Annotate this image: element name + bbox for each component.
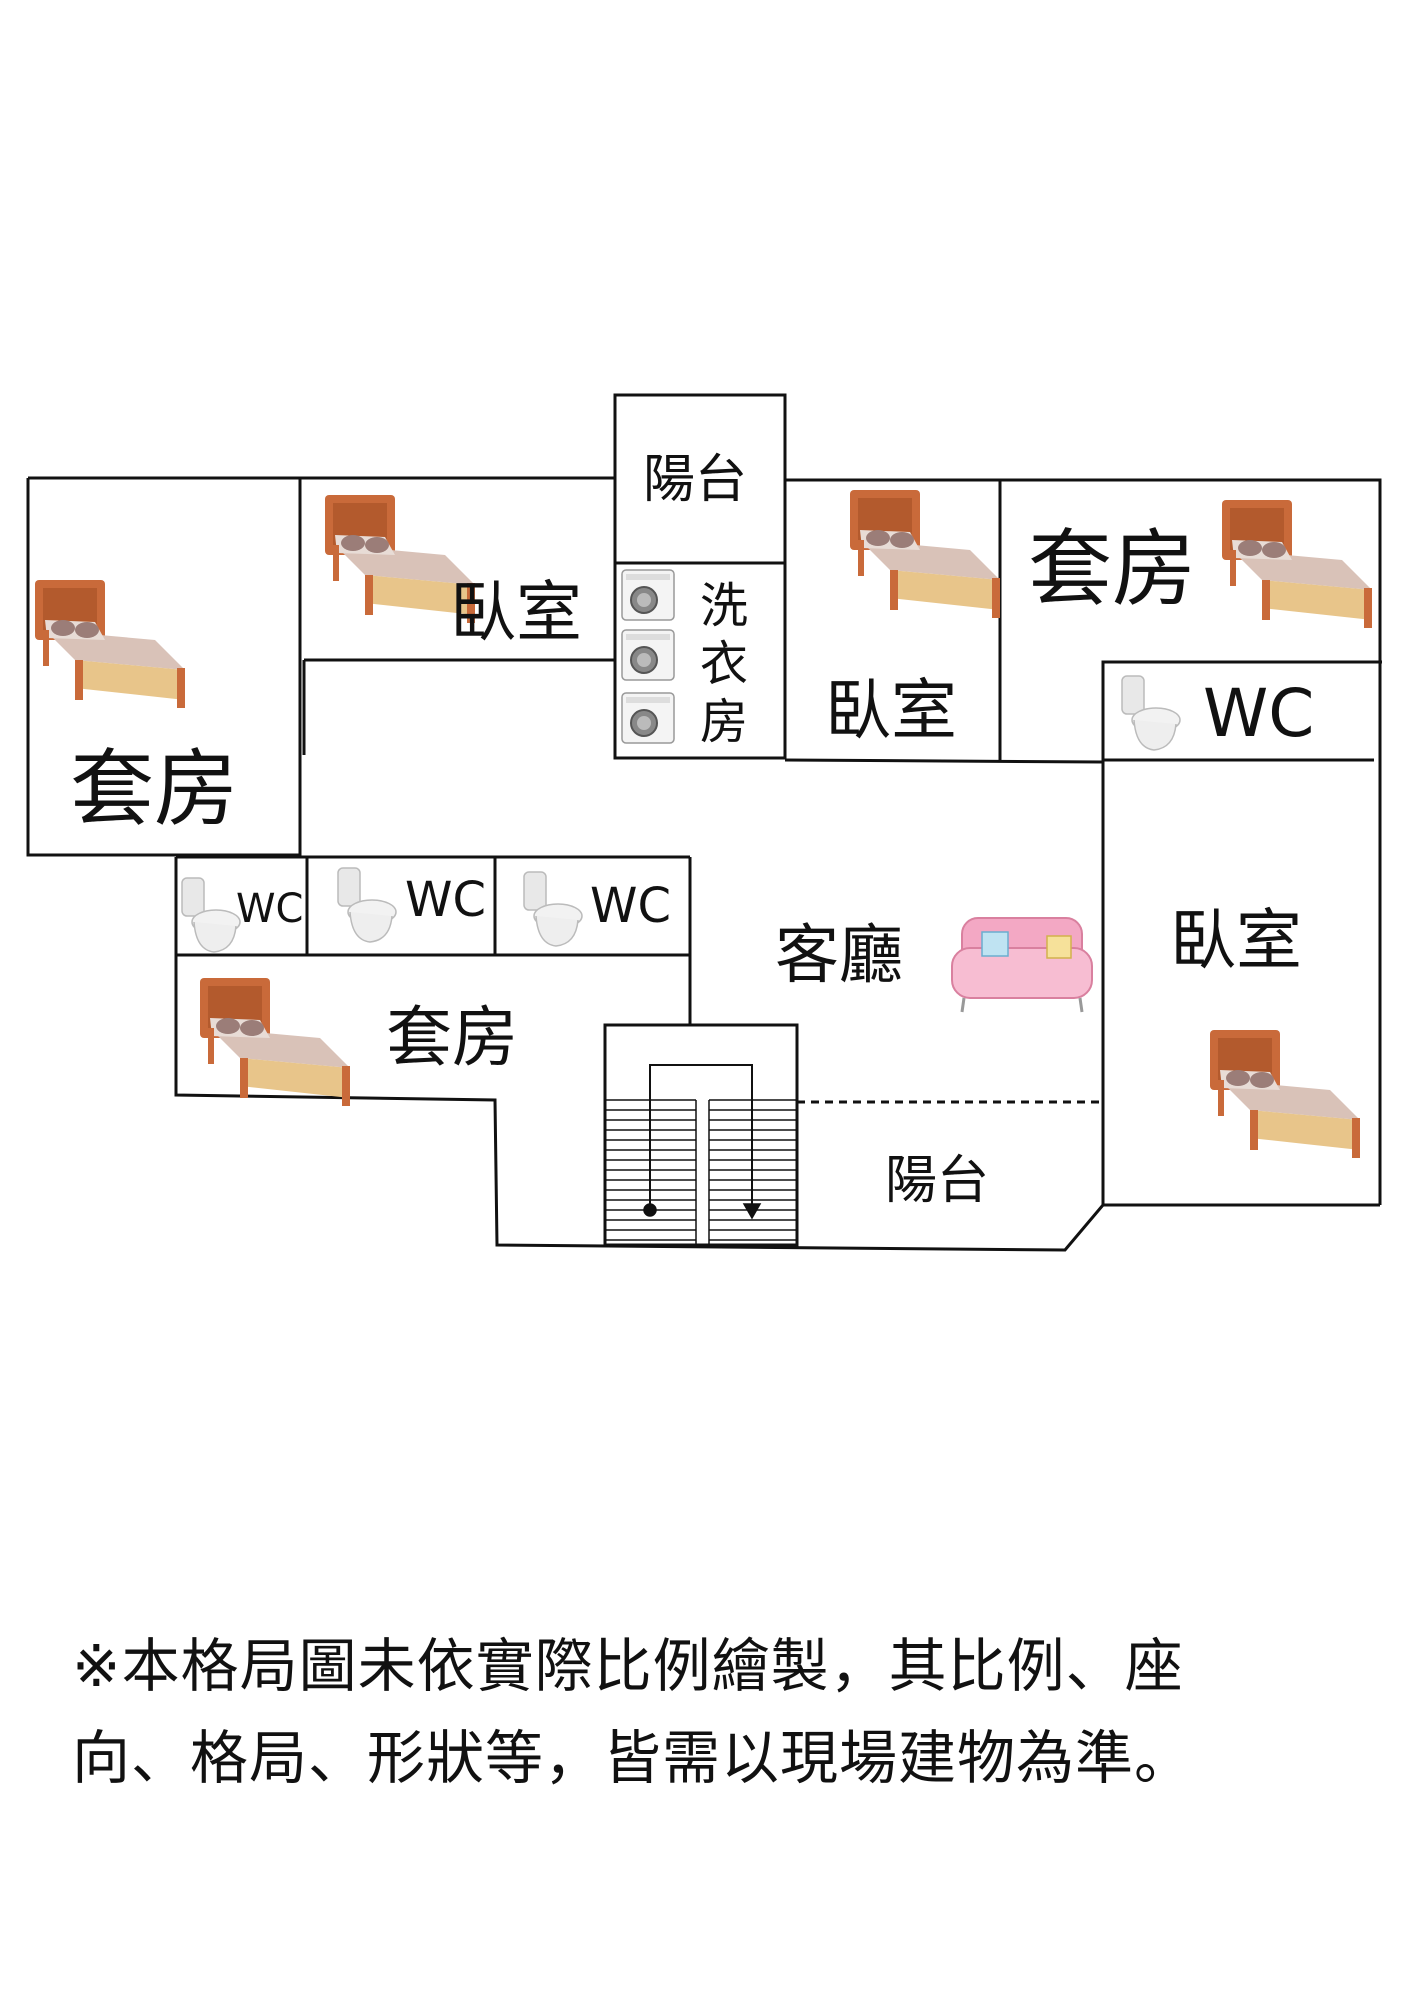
disclaimer-line-1: ※本格局圖未依實際比例繪製，其比例、座 bbox=[72, 1632, 1184, 1700]
bedroom-top-label: 臥室 bbox=[450, 574, 582, 651]
bed-icon bbox=[35, 580, 185, 708]
living-room-label: 客廳 bbox=[775, 919, 903, 993]
suite-right-label: 套房 bbox=[1028, 520, 1196, 618]
balcony-top-label: 陽台 bbox=[643, 450, 747, 510]
balcony-bottom-label: 陽台 bbox=[885, 1151, 989, 1211]
bed-icon bbox=[200, 978, 350, 1106]
laundry-label-3: 房 bbox=[700, 694, 748, 750]
bedroom-right-label: 臥室 bbox=[1170, 902, 1302, 979]
wc-right-label: WC bbox=[1203, 675, 1314, 752]
disclaimer-line-2: 向、格局、形狀等，皆需以現場建物為準。 bbox=[72, 1724, 1194, 1792]
suite-bottom-label: 套房 bbox=[386, 999, 518, 1076]
disclaimer-note: ※本格局圖未依實際比例繪製，其比例、座 向、格局、形狀等，皆需以現場建物為準。 bbox=[72, 1620, 1352, 1804]
walls bbox=[26, 393, 1382, 1252]
wc-2-label: WC bbox=[405, 872, 486, 928]
laundry-label-2: 衣 bbox=[700, 636, 748, 692]
staircase bbox=[605, 1064, 797, 1245]
toilet-icon bbox=[337, 867, 397, 943]
toilet-icon bbox=[1121, 675, 1181, 751]
laundry-label-1: 洗 bbox=[700, 578, 748, 634]
bedroom-center-label: 臥室 bbox=[825, 672, 957, 749]
wc-3-label: WC bbox=[590, 878, 671, 934]
toilet-icon bbox=[181, 877, 241, 953]
washing-machine-icon bbox=[621, 692, 675, 744]
bed-icon bbox=[1210, 1030, 1360, 1158]
suite-left-label: 套房 bbox=[70, 740, 238, 838]
bed-icon bbox=[850, 490, 1000, 618]
toilet-icon bbox=[523, 871, 583, 947]
wc-1-label: WC bbox=[236, 886, 303, 932]
bed-icon bbox=[1222, 500, 1372, 628]
washing-machine-icon bbox=[621, 569, 675, 621]
washing-machine-icon bbox=[621, 629, 675, 681]
sofa-icon bbox=[951, 917, 1093, 1013]
